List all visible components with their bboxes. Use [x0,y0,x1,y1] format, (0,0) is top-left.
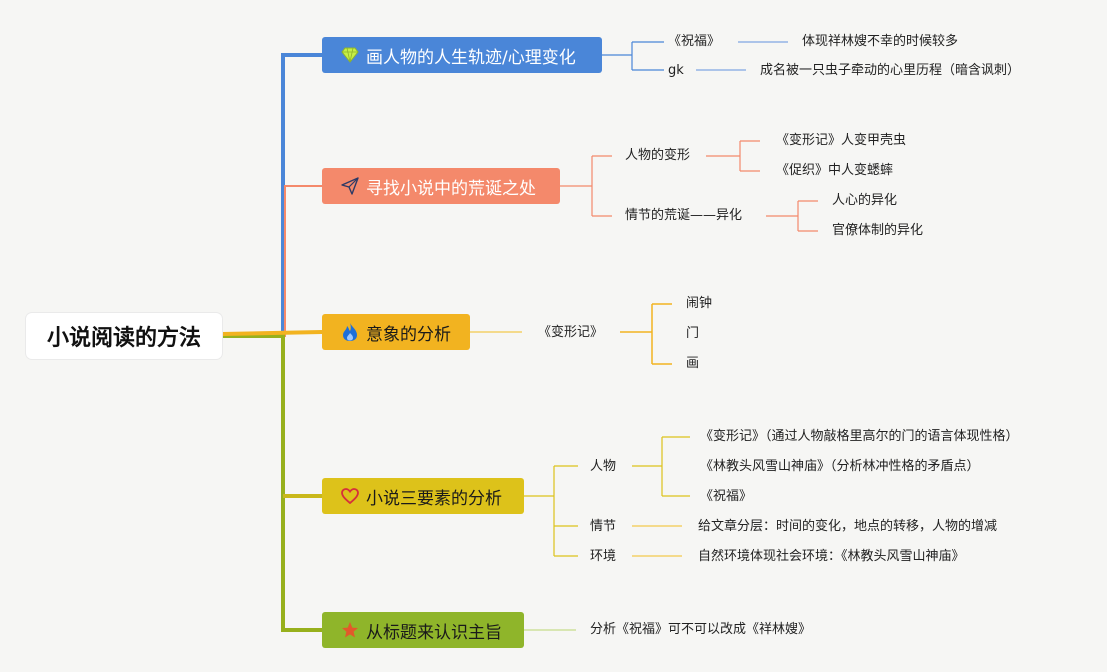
branch-three-elements[interactable]: 小说三要素的分析 [322,478,524,514]
branch-absurdity[interactable]: 寻找小说中的荒诞之处 [322,168,560,204]
group-plot[interactable]: 情节 [590,519,617,534]
group-character-transformation[interactable]: 人物的变形 [625,148,691,163]
flame-icon [340,322,360,342]
group-environment[interactable]: 环境 [590,549,617,564]
group-plot-absurdity[interactable]: 情节的荒诞——异化 [625,208,743,223]
diamond-icon [340,45,360,65]
leaf-lin-chong[interactable]: 《林教头风雪山神庙》（分析林冲性格的矛盾点） [700,459,980,474]
heart-icon [340,486,360,506]
leaf-metamorphosis-language[interactable]: 《变形记》（通过人物敲格里高尔的门的语言体现性格） [700,429,1019,444]
leaf-zhufu[interactable]: 《祝福》 [668,34,721,49]
star-icon [340,620,360,640]
leaf-environment[interactable]: 自然环境体现社会环境：《林教头风雪山神庙》 [698,549,965,564]
leaf-gk[interactable]: gk [668,63,684,78]
leaf-heart-alienation[interactable]: 人心的异化 [832,193,898,208]
trunk-salmon [222,185,322,337]
leaf-painting[interactable]: 画 [686,356,700,371]
branch-title-theme[interactable]: 从标题来认识主旨 [322,612,524,648]
group-character[interactable]: 人物 [590,459,617,474]
leaf-zhufu-2[interactable]: 《祝福》 [700,489,753,504]
group-metamorphosis[interactable]: 《变形记》 [538,325,604,340]
leaf-cuzhi[interactable]: 《促织》中人变蟋蟀 [776,163,894,178]
leaf-title-analysis[interactable]: 分析《祝福》可不可以改成《祥林嫂》 [590,622,812,637]
branch-label: 寻找小说中的荒诞之处 [366,178,536,199]
root-topic[interactable]: 小说阅读的方法 [26,313,222,359]
paper-plane-icon [340,176,360,196]
branch-label: 从标题来认识主旨 [366,622,502,643]
branch-label: 画人物的人生轨迹/心理变化 [366,47,576,68]
trunk-blue [222,53,322,338]
branch-label: 小说三要素的分析 [366,488,502,509]
leaf-bureaucracy-alienation[interactable]: 官僚体制的异化 [832,223,924,238]
leaf-zhufu-detail[interactable]: 体现祥林嫂不幸的时候较多 [802,34,959,49]
leaf-gk-detail[interactable]: 成名被一只虫子牵动的心里历程（暗含讽刺） [760,63,1021,78]
trunk-yellow [221,330,323,336]
branch-life-trajectory[interactable]: 画人物的人生轨迹/心理变化 [322,37,602,73]
leaf-alarm-clock[interactable]: 闹钟 [686,296,713,311]
leaf-metamorphosis[interactable]: 《变形记》人变甲壳虫 [776,133,907,148]
leaf-door[interactable]: 门 [686,326,700,341]
leaf-plot-layers[interactable]: 给文章分层：时间的变化，地点的转移，人物的增减 [698,519,998,534]
trunk-olive [222,334,322,632]
branch-imagery[interactable]: 意象的分析 [322,314,470,350]
branch-label: 意象的分析 [366,324,451,345]
